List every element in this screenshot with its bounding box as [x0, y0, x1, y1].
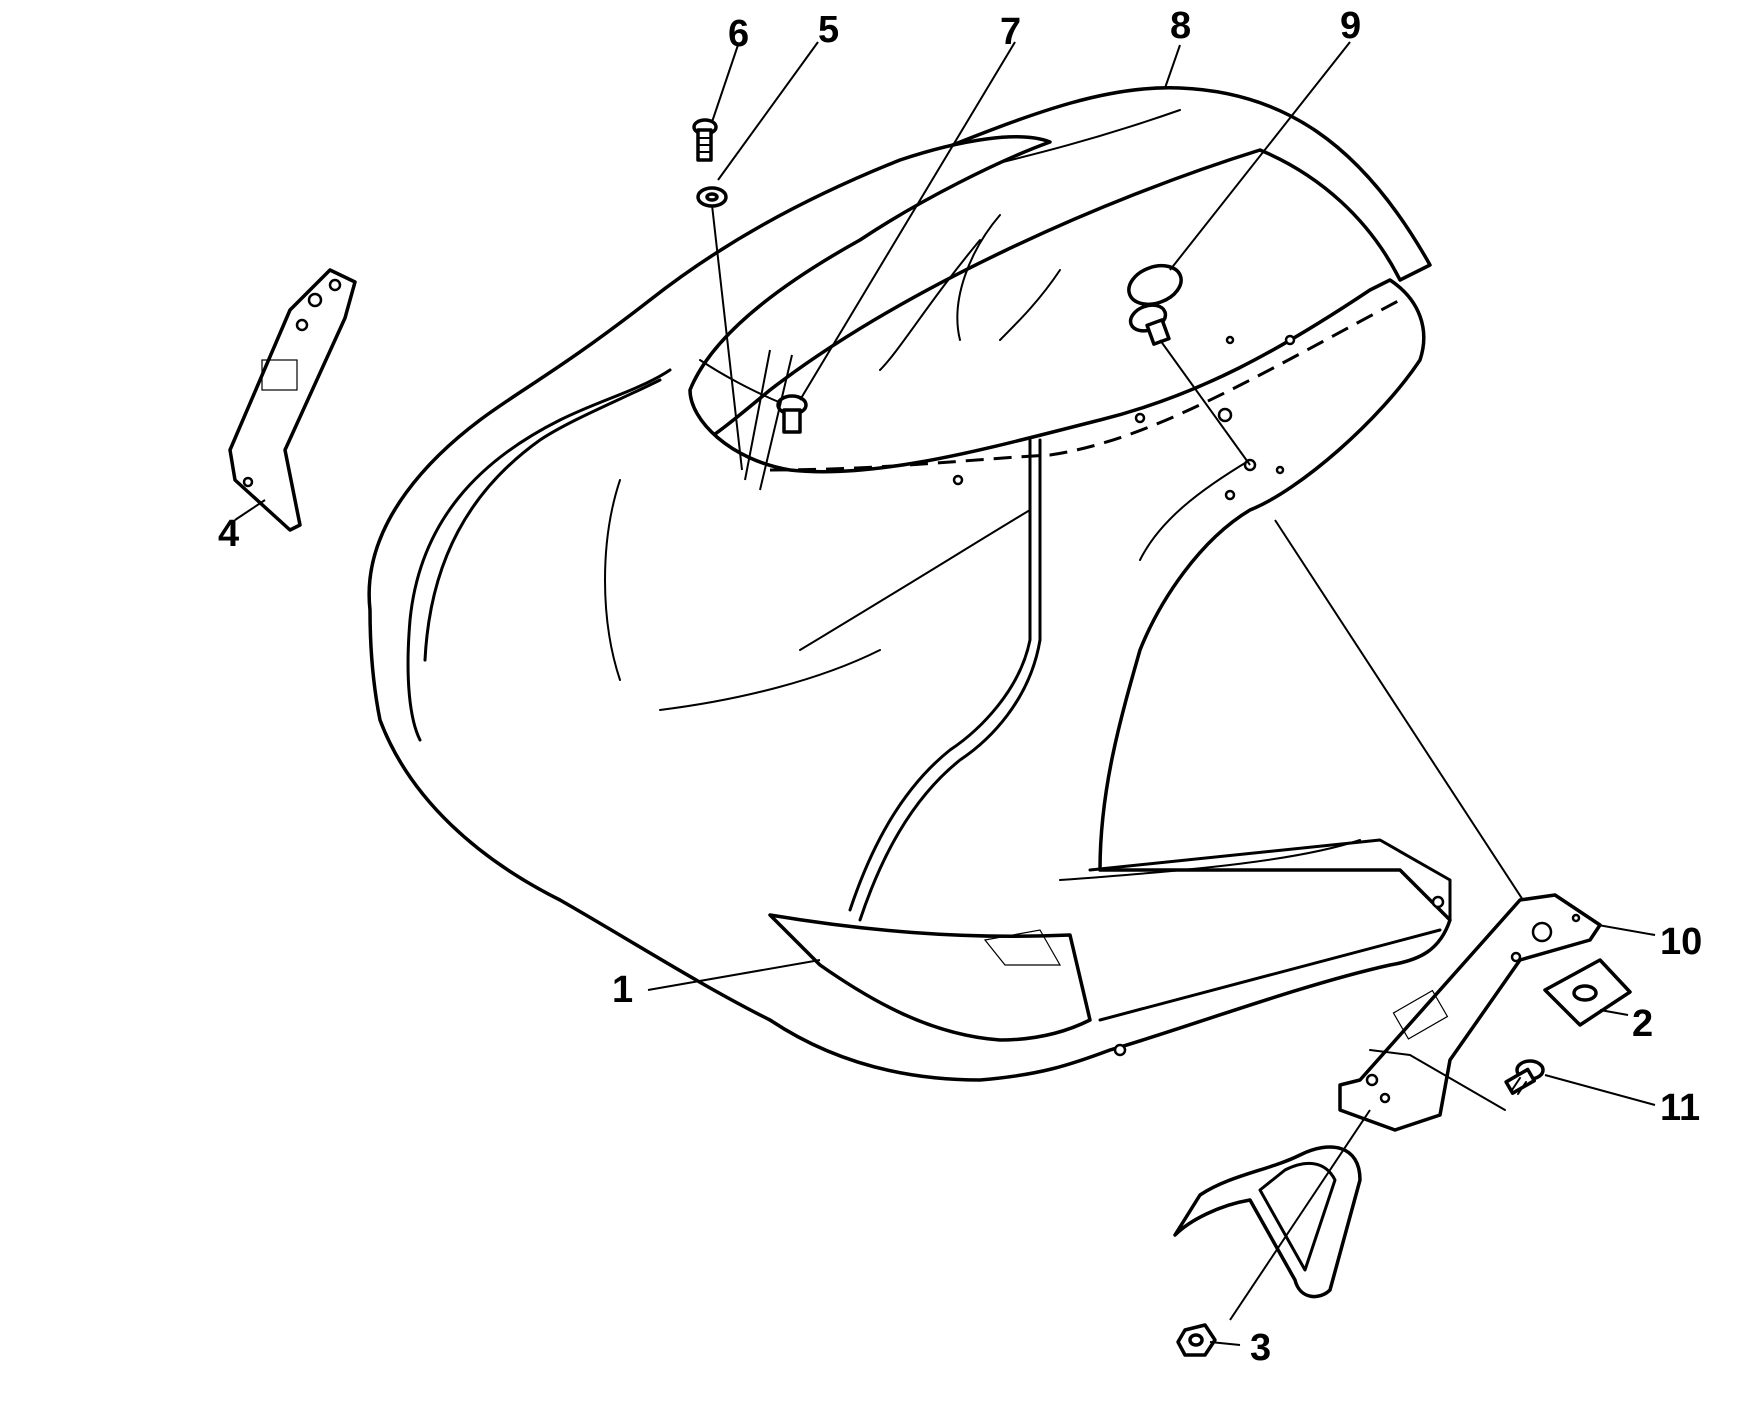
- callout-2: 2: [1632, 1003, 1653, 1045]
- callout-7: 7: [1000, 11, 1021, 53]
- callout-labels: 1 2 3 4 5 6 7 8 9 10 11: [218, 5, 1702, 1369]
- nut-plate-2: [1543, 958, 1632, 1027]
- air-duct-clip: [1173, 1145, 1362, 1299]
- callout-4: 4: [218, 513, 239, 555]
- fastener-7: [776, 394, 808, 434]
- callout-8: 8: [1170, 5, 1191, 47]
- callout-1: 1: [612, 969, 633, 1011]
- screw-11: [1504, 1059, 1545, 1095]
- callout-10: 10: [1660, 921, 1702, 963]
- quarter-turn-fastener-9: [1127, 263, 1183, 346]
- left-bracket: [228, 268, 357, 532]
- callout-5: 5: [818, 9, 839, 51]
- washer-5: [696, 186, 728, 208]
- callout-11: 11: [1660, 1087, 1700, 1129]
- callout-leaders: [234, 41, 1656, 1346]
- callout-9: 9: [1340, 5, 1361, 47]
- callout-6: 6: [728, 13, 749, 55]
- nut-3: [1176, 1323, 1217, 1357]
- right-bracket: [1338, 893, 1602, 1132]
- callout-3: 3: [1250, 1327, 1271, 1369]
- screw-6: [692, 118, 718, 162]
